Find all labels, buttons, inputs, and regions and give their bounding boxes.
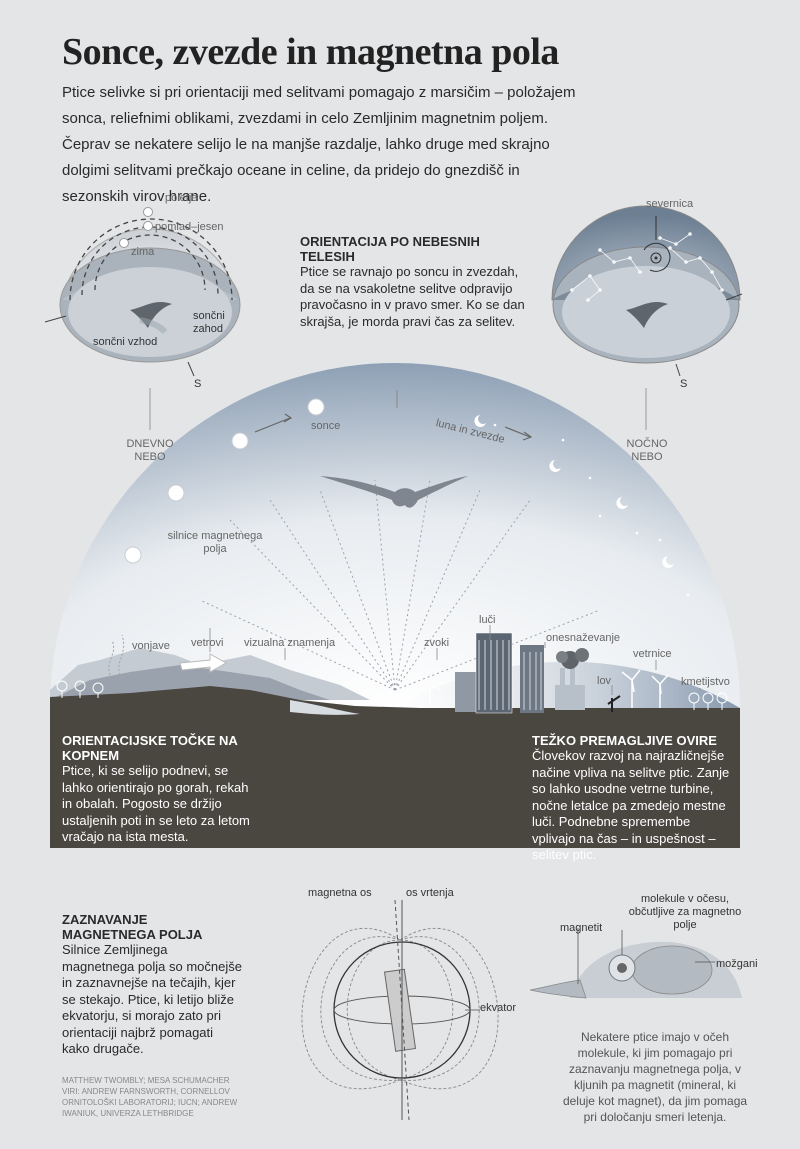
moon-path [474,415,690,597]
label-wind-turbines: vetrnice [633,648,672,660]
page-title: Sonce, zvezde in magnetna pola [62,31,559,73]
label-sunrise: sončni vzhod [93,336,158,348]
field-lines-graphic [199,479,601,691]
label-spring-autumn: pomlad–jesen [155,221,224,233]
celestial-heading: ORIENTACIJA PO NEBESNIH TELESIH [300,234,480,264]
landmarks-body: Ptice, ki se selijo podnevi, se lahko or… [62,763,250,844]
ground [50,686,740,848]
magnetic-heading: ZAZNAVANJE MAGNETNEGA POLJA [62,912,203,942]
label-farming: kmetijstvo [681,676,730,688]
intro-paragraph: Ptice selivke si pri orientaciji med sel… [62,84,576,205]
landmarks-heading: ORIENTACIJSKE TOČKE NA KOPNEM [62,733,238,763]
trees [56,680,104,698]
label-polaris: severnica [646,198,694,210]
label-winter: zima [131,246,155,258]
sun-path [124,398,325,564]
magnetic-body: Silnice Zemljinega magnetnega polja so m… [62,942,242,1056]
day-dome-graphic [44,207,241,430]
label-hunting: lov [597,675,612,687]
bird-silhouette [320,476,468,508]
magnetic-field-diagram [301,899,499,1121]
label-sounds: zvoki [424,637,450,649]
label-winds: vetrovi [191,637,224,649]
celestial-section: ORIENTACIJA PO NEBESNIH TELESIH Ptice se… [300,234,525,330]
magnetic-section: ZAZNAVANJE MAGNETNEGA POLJA Silnice Zeml… [62,912,242,1058]
label-sunset: sončni zahod [193,310,225,335]
label-south-night: S [680,378,688,390]
label-lights: luči [479,614,496,626]
label-field-lines: silnice magnetnega polja [167,530,263,555]
label-south-day: S [194,378,202,390]
label-brain: možgani [716,958,758,970]
label-smells: vonjave [132,640,170,652]
sky-dome [50,363,740,708]
obstacles-section: TEŽKO PREMAGLJIVE OVIRE Človekov razvoj … [532,733,737,864]
label-rotation-axis: os vrtenja [406,887,454,899]
bird-head-diagram [530,928,742,999]
credits: MATTHEW TWOMBLY; MESA SCHUMACHER VIRI: A… [62,1076,238,1118]
bird-head-body: Nekatere ptice imajo v očeh molekule, ki… [562,1030,748,1124]
label-magnetic-axis: magnetna os [308,887,372,899]
obstacles-heading: TEŽKO PREMAGLJIVE OVIRE [532,733,717,748]
label-magnetite: magnetit [560,922,603,934]
night-sky-caption: NOČNO NEBO [626,438,668,463]
landmarks-section: ORIENTACIJSKE TOČKE NA KOPNEM Ptice, ki … [62,733,262,846]
label-equator: ekvator [480,1002,517,1014]
migration-illustration [44,205,743,848]
label-sun: sonce [311,420,341,432]
celestial-body: Ptice se ravnajo po soncu in zvezdah, da… [300,264,525,329]
label-visual-cues: vizualna znamenja [244,637,336,649]
city-buildings [429,632,728,714]
label-pollution: onesnaževanje [546,632,621,644]
label-summer: poletje [165,192,198,204]
obstacles-body: Človekov razvoj na najrazličnejše načine… [532,748,730,862]
label-eye-molecules: molekule v očesu, občutljive za magnetno… [628,893,742,931]
day-sky-caption: DNEVNO NEBO [126,438,174,463]
night-dome-graphic [551,205,743,430]
